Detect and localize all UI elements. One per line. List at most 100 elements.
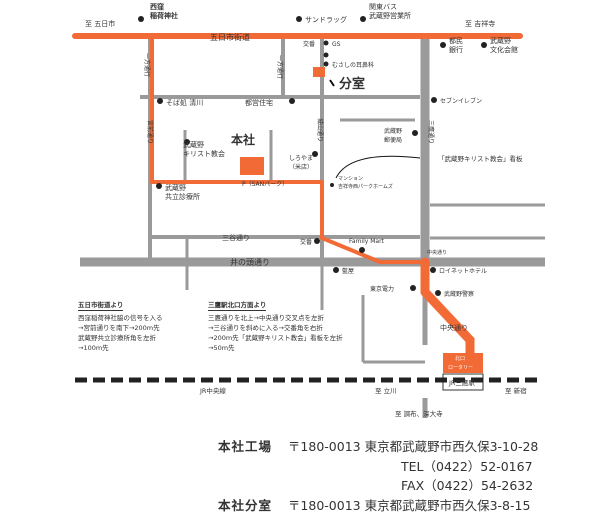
gray-roads: [80, 36, 545, 418]
label-church-sign: 「武蔵野キリスト教会」看板: [438, 154, 523, 163]
label-to-itsukaichi: 至 五日市: [85, 19, 115, 28]
dot-church: [184, 139, 190, 145]
dot-gs: [323, 52, 329, 58]
orange-roads: [72, 33, 523, 359]
label-koban-1: 交番: [303, 40, 315, 48]
label-post-2: 郵便局: [384, 136, 402, 144]
dot-seven: [431, 97, 437, 103]
label-bunka-2: 文化会館: [490, 45, 518, 54]
dot-bunka: [481, 42, 487, 48]
label-miyamae: 宮前通り: [146, 120, 154, 144]
label-itsukaichi-kaido: 五日市街道: [210, 32, 250, 42]
label-honsha: 本社: [231, 132, 255, 147]
dot-kyoritsu: [156, 183, 162, 189]
label-church-2: キリスト教会: [183, 149, 225, 158]
label-familymart: Family Mart: [349, 238, 385, 245]
legend-right-line: 三鷹通りを北上→中央通り交叉点を左折: [208, 314, 324, 322]
dot-park-homes: [330, 183, 334, 187]
dot-roinet: [430, 267, 436, 273]
label-joyama: 城山通り: [316, 118, 324, 142]
label-bunka-1: 武蔵野: [490, 36, 511, 45]
dot-kanto-bus: [360, 16, 366, 22]
road-route-diagonal: [320, 236, 382, 264]
bunshitsu-building: [313, 67, 325, 77]
legend-right-line: →200m先「武蔵野キリスト教会」看板を左折: [208, 334, 343, 342]
label-bunshitsu: 分室: [339, 76, 365, 92]
label-station: JR三鷹駅: [448, 378, 475, 387]
dot-denryoku: [410, 285, 416, 291]
label-soba: そば処 清川: [166, 98, 203, 107]
branch-address-line: 本社分室 〒180-0013 東京都武蔵野市西久保3-8-15: [218, 495, 530, 514]
label-bank-2: 銀行: [449, 45, 463, 54]
label-shiroyama-2: （米店）: [289, 163, 313, 171]
label-post-1: 武蔵野: [384, 127, 402, 135]
label-kanto-bus-1: 関東バス: [369, 2, 397, 11]
label-sundrug: サンドラッグ: [305, 15, 347, 24]
legend-left-line: →宮前通りを南下→200m先: [78, 324, 160, 332]
label-kanto-bus-2: 武蔵野営業所: [369, 11, 411, 20]
legend-left-line: →100m先: [78, 344, 109, 352]
label-chofu: 至 調布、深大寺: [395, 409, 443, 418]
honsha-building: [240, 157, 264, 175]
label-chuo-dori: 中央通り: [440, 323, 468, 332]
dot-shrine: [138, 16, 144, 22]
label-rotary-2: ロータリー: [448, 364, 473, 371]
factory-label: 本社工場: [218, 439, 273, 454]
label-inokashira: 井の頭通り: [230, 257, 270, 267]
dot-toei: [289, 98, 295, 104]
access-map: 至 五日市 五日市街道 至 吉祥寺 西窪 稲荷神社 サンドラッグ 関東バス 武蔵…: [72, 2, 545, 418]
label-jr-chuo: JR中央線: [199, 386, 226, 395]
sign-curve: [335, 155, 421, 179]
label-clinic: むさしの耳鼻科: [332, 61, 374, 69]
label-chuo-small: 中央通り: [427, 249, 447, 256]
legend-left-line: 西窪稲荷神社脇の信号を入る: [78, 314, 163, 322]
label-mansion: マンション: [338, 176, 363, 182]
label-kyoritsu-1: 武蔵野: [165, 183, 186, 192]
legend-left-line: 武蔵野共立診療所角を左折: [78, 334, 156, 342]
label-rotary-1: 北口: [455, 355, 465, 362]
dot-koban-2: [314, 238, 320, 244]
legend-left-heading: 五日市街道より: [78, 301, 124, 311]
dot-familymart: [359, 247, 365, 253]
bunshitsu-arrow: [329, 79, 335, 87]
dot-koban-1: [323, 40, 329, 46]
label-bank-1: 都民: [449, 37, 463, 45]
branch-address: 〒180-0013 東京都武蔵野市西久保3-8-15: [287, 498, 531, 513]
tel-line: TEL（0422）52-0167: [401, 459, 533, 474]
legend-itsukaichi: 五日市街道より 西窪稲荷神社脇の信号を入る →宮前通りを南下→200m先 武蔵野…: [78, 300, 163, 353]
label-church-1: 武蔵野: [183, 140, 204, 149]
label-shrine-1: 西窪: [150, 2, 164, 11]
label-denryoku: 東京電力: [370, 285, 394, 293]
label-sanpark: P（SANパーク）: [242, 181, 288, 188]
label-tachikawa: 至 立川: [375, 386, 397, 395]
label-seven: セブンイレブン: [440, 97, 482, 105]
dot-police: [435, 290, 441, 296]
label-shiroyama-1: しろやま: [289, 154, 313, 162]
legend-right-heading: 三鷹駅北口方面より: [208, 301, 267, 311]
branch-label: 本社分室: [218, 498, 273, 513]
road-chuo-diagonal: [420, 287, 475, 359]
legend-right-line: →三谷通りを斜めに入る→交番角を右折: [208, 324, 323, 332]
dot-bank: [440, 42, 446, 48]
label-to-kichijoji: 至 吉祥寺: [465, 19, 495, 28]
label-shrine-2: 稲荷神社: [150, 11, 178, 20]
label-mitaka-dori: 三鷹通り: [427, 120, 435, 144]
legend-right-line: →50m先: [208, 344, 235, 352]
dot-clinic: [323, 61, 329, 67]
factory-address-line: 本社工場 〒180-0013 東京都武蔵野市西久保3-10-28: [218, 436, 538, 455]
label-ippo-1: 一方通行: [143, 53, 151, 77]
factory-address: 〒180-0013 東京都武蔵野市西久保3-10-28: [287, 439, 539, 454]
label-gs: GS: [332, 41, 341, 48]
label-koban-2: 交番: [300, 238, 312, 246]
label-mitani: 三谷通り: [222, 233, 250, 242]
label-lawson: 藍屋: [342, 267, 354, 275]
dot-shiroyama: [312, 151, 318, 157]
label-toei: 都営住宅: [245, 98, 273, 107]
label-kyoritsu-2: 共立診療所: [165, 192, 200, 201]
dot-soba: [157, 98, 163, 104]
label-ippo-2: 一方通行: [276, 55, 284, 79]
dot-sundrug: [296, 16, 302, 22]
landmark-dots: [138, 16, 487, 296]
label-park-homes: 吉祥寺西パークホームズ: [338, 183, 393, 190]
rotary-block: [443, 353, 483, 373]
